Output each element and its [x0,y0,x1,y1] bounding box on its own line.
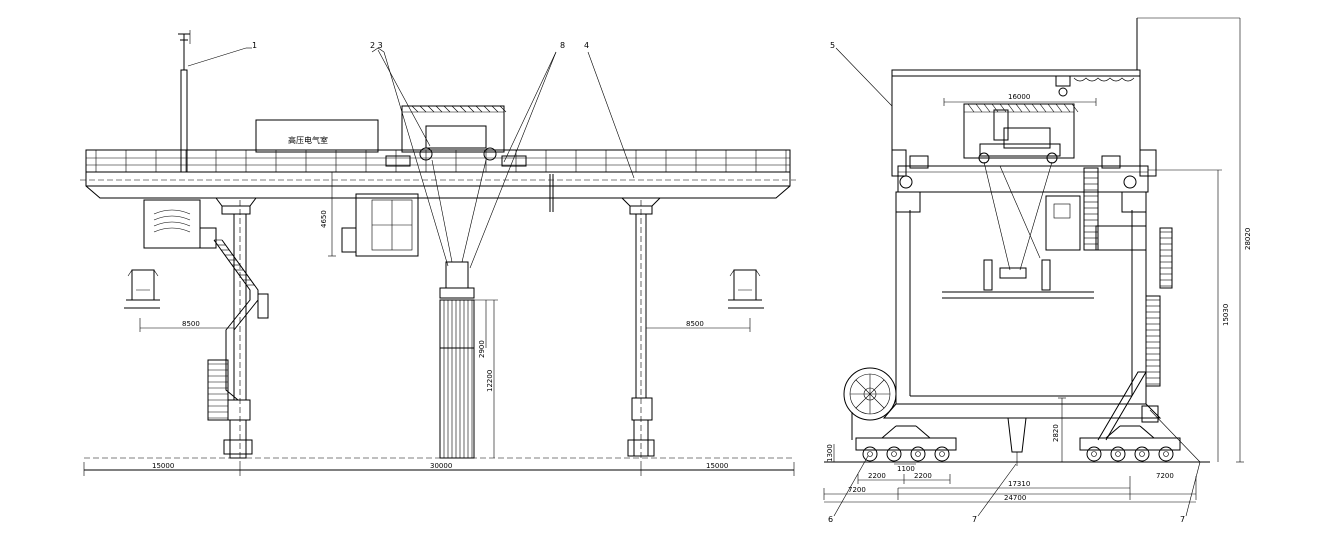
dim-2820: 2820 [1052,424,1060,442]
roof-canopy [891,17,1240,150]
anemometer-mast [178,30,191,173]
dim-2900: 2900 [478,340,486,358]
cable-reel [843,367,897,440]
electrical-room-label: 高压电气室 [288,135,328,145]
trolley-front [385,105,527,167]
callout-8: 8 [560,41,565,50]
dim-2200-a: 2200 [868,472,886,480]
callout-7-right: 7 [1180,515,1185,524]
electrical-room: 高压电气室 [255,119,379,153]
front-dimensions: 8500 8500 4650 2900 12200 15000 30000 15… [83,171,795,476]
front-view: 高压电气室 [80,30,796,476]
dim-28020: 28020 [1244,228,1252,250]
electrical-box-left [143,199,201,249]
dim-30000: 30000 [430,462,452,470]
side-callouts: 5 6 7 7 [828,41,1201,524]
dim-7200-left: 7200 [848,486,866,494]
dim-7200-right: 7200 [1156,472,1174,480]
side-spreader [942,161,1094,299]
dim-1100: 1100 [897,465,915,473]
dim-17310: 17310 [1008,480,1030,488]
dim-15000-right: 15000 [706,462,728,470]
side-dimensions: 16000 28020 15030 2820 1300 1100 2200 22… [823,18,1252,503]
side-legs [882,191,1162,419]
trolley-side [963,103,1079,164]
callout-5: 5 [830,41,835,50]
left-leg [215,197,257,462]
dim-16000: 16000 [1008,93,1030,101]
callout-4: 4 [584,41,589,50]
dim-8500-right: 8500 [686,320,704,328]
container-stack [431,159,487,459]
wheel-bogie-left [855,425,957,462]
driver-cabin [341,193,419,257]
dim-15030: 15030 [1222,304,1230,326]
dim-4650: 4650 [320,210,328,228]
callout-7-center: 7 [972,515,977,524]
front-callouts: 1 2 3 8 4 [187,41,635,269]
dim-2200-b: 2200 [914,472,932,480]
callout-1: 1 [252,41,257,50]
dim-15000-left: 15000 [152,462,174,470]
cross-girder [891,149,1157,193]
callout-2-3: 2 3 [370,41,383,50]
side-cabinet [1045,195,1081,251]
wheel-bogie-right [1079,425,1181,462]
side-view: 16000 28020 15030 2820 1300 1100 2200 22… [823,17,1252,524]
right-leg [621,197,661,462]
dim-8500-left: 8500 [182,320,200,328]
side-ladders [1083,167,1173,387]
spreader-right [728,269,764,309]
callout-6: 6 [828,515,833,524]
main-girder [80,149,796,212]
dim-1300: 1300 [826,444,834,462]
dim-12200: 12200 [486,370,494,392]
side-stairs [1097,371,1159,441]
center-support [1007,417,1027,466]
left-stairway [199,227,269,421]
dim-24700: 24700 [1004,494,1026,502]
spreader-left [124,269,160,309]
